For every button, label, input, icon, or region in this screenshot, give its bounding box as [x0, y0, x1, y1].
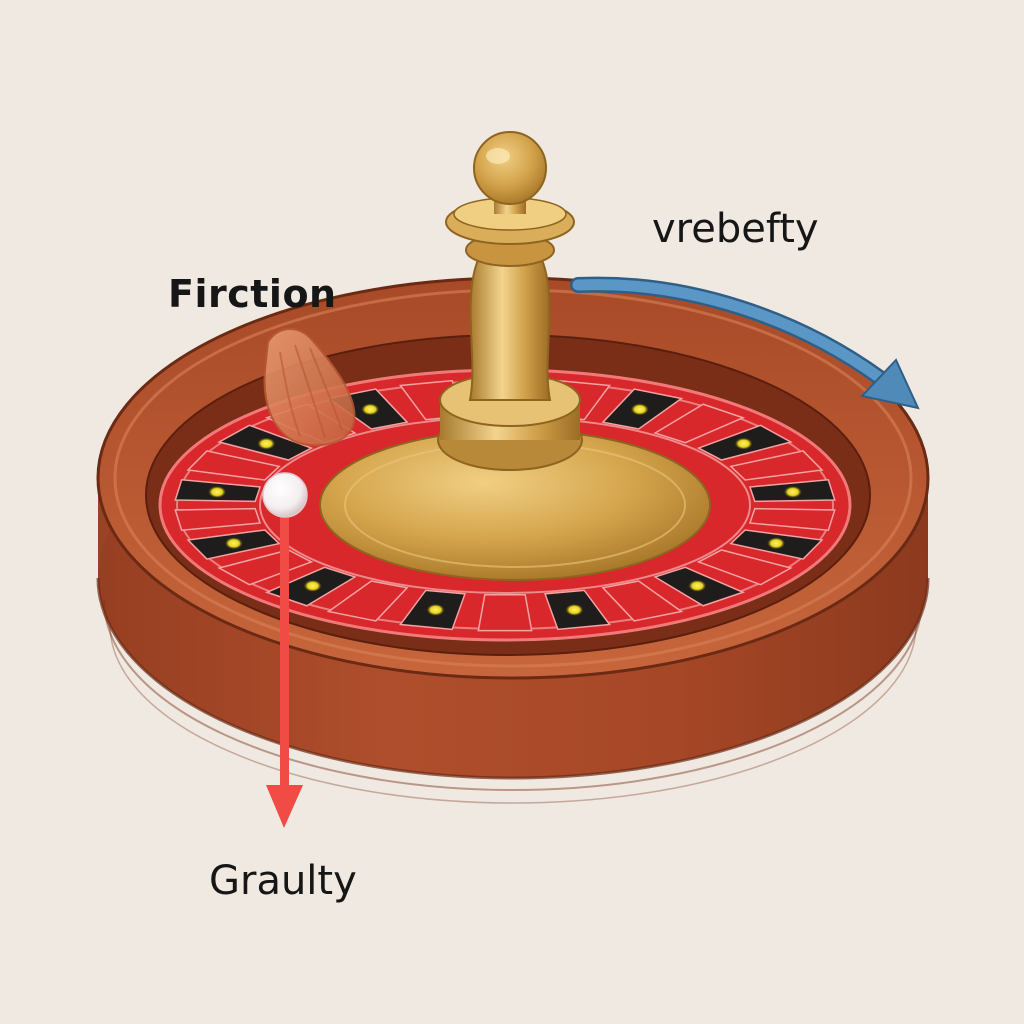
pocket-light [208, 485, 227, 498]
pocket-light [426, 603, 445, 616]
down-arrow-icon [266, 512, 303, 828]
pocket [326, 580, 409, 622]
pocket-light [767, 537, 786, 550]
pocket-light [361, 403, 380, 416]
pocket-light [783, 485, 802, 498]
velocity-label: vrebefty [652, 206, 819, 252]
pocket-light [630, 403, 649, 416]
pocket [186, 450, 281, 481]
pocket-light [303, 579, 322, 592]
brass-spindle [437, 131, 583, 471]
pocket [653, 403, 746, 444]
curved-arrow-icon [570, 276, 920, 410]
pocket [174, 507, 262, 532]
gravity-label: Graulty [209, 858, 357, 904]
pocket [729, 450, 824, 481]
pocket-light [688, 579, 707, 592]
pocket [477, 593, 533, 632]
ball-icon [262, 472, 308, 518]
pocket [601, 580, 684, 622]
pocket [748, 507, 836, 532]
pocket-light [734, 437, 753, 450]
pocket [696, 549, 793, 586]
pocket-light [257, 437, 276, 450]
pocket-light [565, 603, 584, 616]
friction-label: Firction [168, 272, 337, 316]
pocket-light [224, 537, 243, 550]
